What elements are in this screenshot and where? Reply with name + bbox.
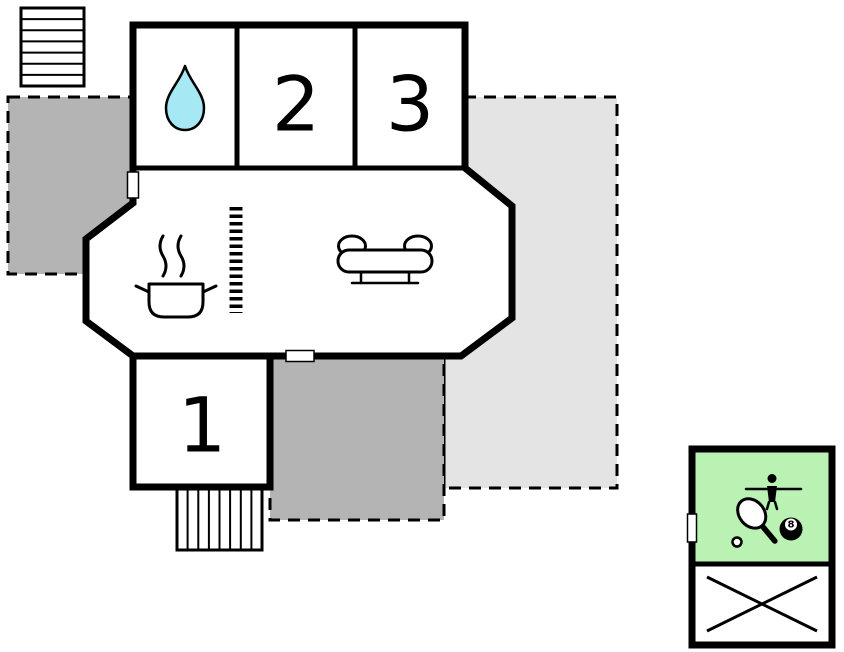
sofa-seat (336, 248, 434, 274)
billiard-ball-circle (785, 518, 797, 531)
door-marker-living-left (126, 171, 140, 199)
terrace-bottom (268, 356, 446, 522)
foosball-player-icon (744, 474, 803, 511)
building-outline (82, 21, 516, 491)
billiard-8-ball-icon: 8 (779, 517, 803, 541)
steam-icon (158, 234, 186, 278)
stairs-bottom-steps (186, 489, 253, 550)
door-marker-annex (686, 513, 698, 543)
room-label-bedroom-2: 2 (272, 60, 320, 149)
exterior-stairs-bottom-icon (175, 487, 264, 552)
interior-walls (133, 25, 465, 171)
cooking-pot-icon (134, 282, 218, 319)
door-marker-terrace (285, 349, 315, 363)
sofa-icon (336, 234, 434, 285)
room-label-bedroom-3: 3 (386, 60, 434, 149)
stairs-top-frame (19, 6, 86, 88)
annex-outline (688, 445, 836, 649)
water-drop-icon (164, 64, 206, 132)
pot-handles (134, 284, 218, 294)
stairs-top-steps (21, 18, 84, 76)
exterior-stairs-top-icon (19, 6, 86, 88)
crossed-square-icon (706, 575, 818, 633)
table-tennis-paddle-icon (736, 497, 778, 544)
foosball-player-head (767, 474, 777, 483)
paddle-handle (759, 523, 778, 544)
table-tennis-ball-icon (731, 536, 743, 548)
foosball-player-legs (765, 500, 779, 511)
paddle-face (736, 497, 768, 530)
room-label-bedroom-1: 1 (178, 381, 226, 470)
foosball-player-body (767, 486, 777, 502)
pot-body (147, 282, 205, 319)
billiard-ball-number: 8 (788, 520, 795, 531)
annex-building: 8 (686, 445, 836, 649)
